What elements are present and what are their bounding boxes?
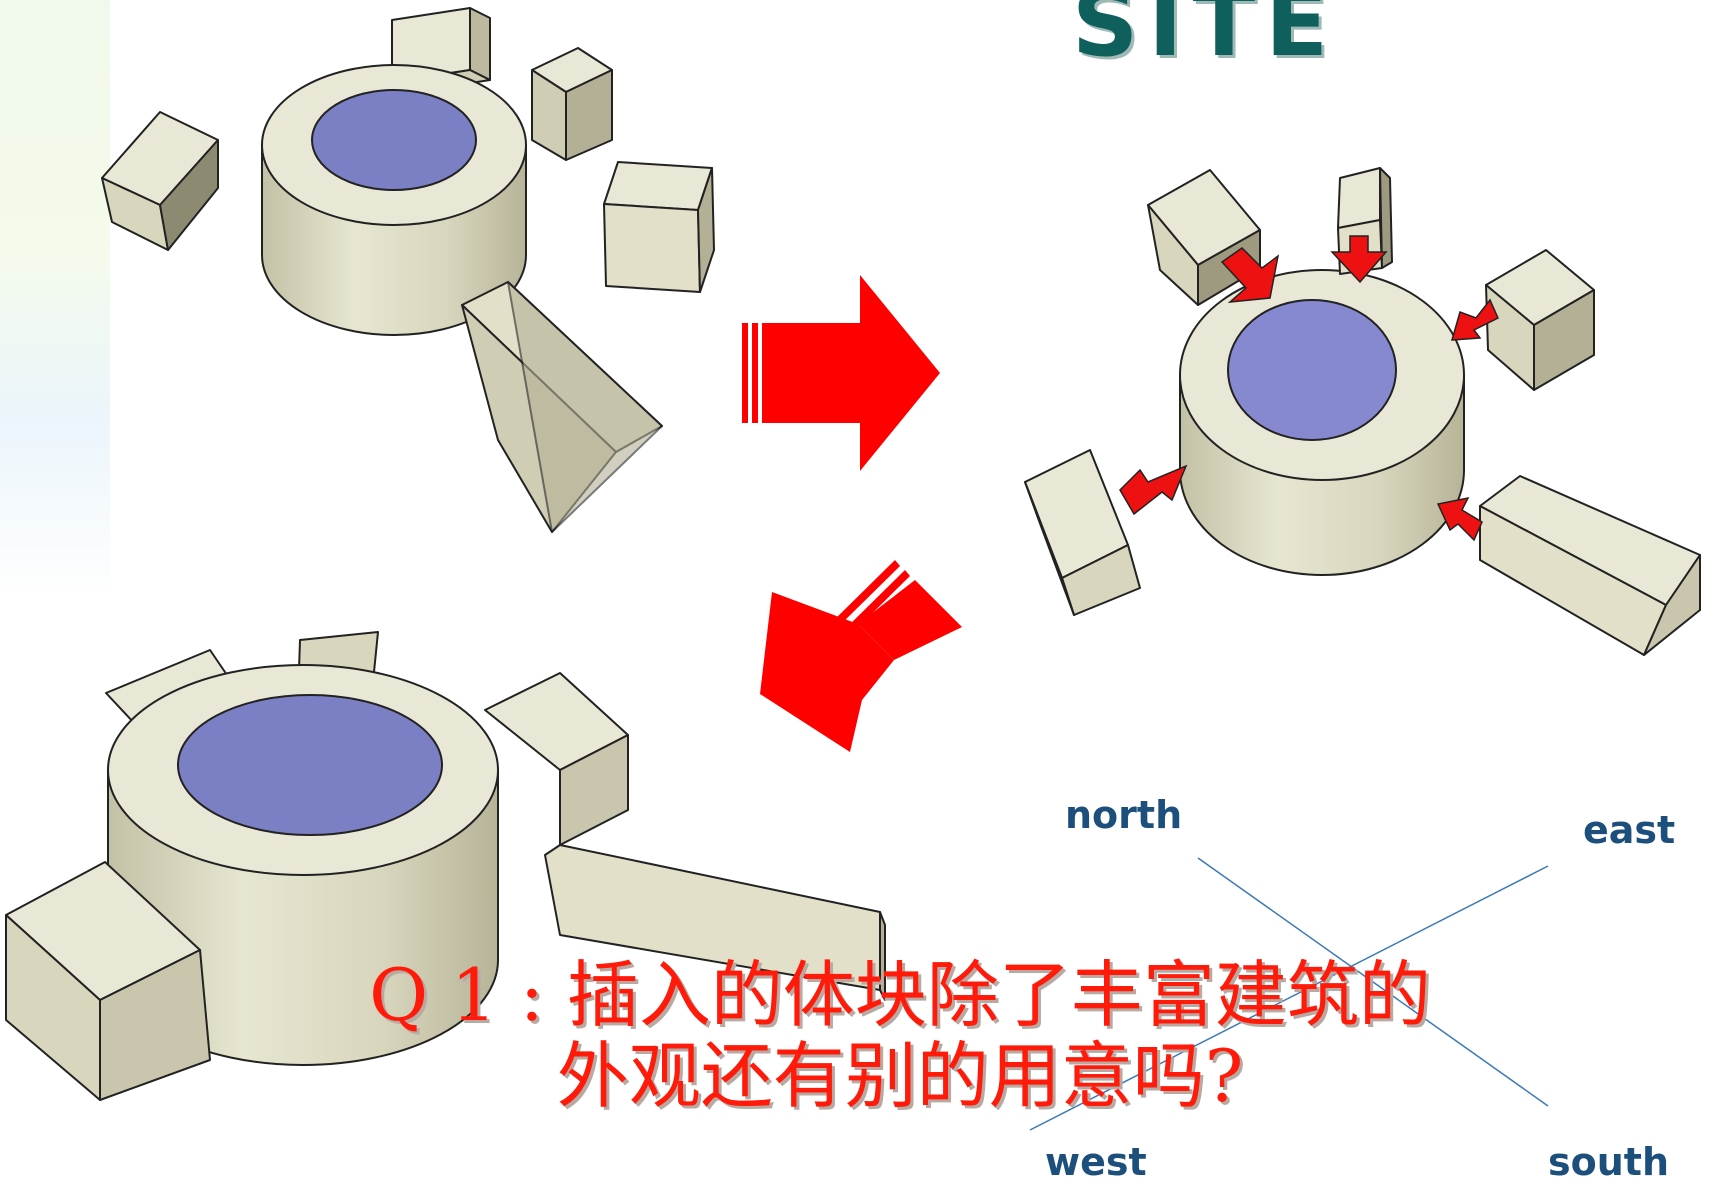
question-text: Q 1 : 插入的体块除了丰富建筑的 外观还有别的用意吗? [200, 955, 1600, 1116]
inward-arrow [1330, 235, 1388, 284]
block-east [603, 161, 715, 293]
block-south-wedge [461, 281, 663, 533]
compass-south-label: south [1548, 1140, 1669, 1184]
merged-block-west [5, 861, 211, 1101]
arrow-down-left [760, 560, 962, 752]
page-title: SITE [1071, 0, 1339, 77]
courtyard [311, 89, 477, 191]
inward-arrow [1119, 464, 1188, 516]
arrow-right [742, 275, 940, 471]
question-line-1: Q 1 : 插入的体块除了丰富建筑的 [369, 953, 1431, 1037]
cylinder-building [261, 64, 527, 336]
compass-cross [1029, 857, 1549, 1131]
scene-merged-massing [5, 631, 886, 1101]
block-west [101, 111, 219, 251]
background-decoration [0, 0, 110, 600]
block-south-wedge-2 [1479, 475, 1701, 656]
merged-courtyard [177, 694, 443, 836]
compass-west-label: west [1045, 1140, 1147, 1184]
inward-arrow [1450, 298, 1499, 341]
inward-arrow [1220, 247, 1280, 303]
inward-arrow [1436, 496, 1483, 542]
block-northeast [531, 47, 613, 161]
merged-cylinder [107, 664, 499, 1066]
scene-initial-massing [101, 7, 715, 533]
compass-north-label: north [1065, 793, 1183, 837]
block-west-2 [1024, 449, 1141, 616]
question-line-2: 外观还有别的用意吗? [556, 1033, 1244, 1118]
compass-east-label: east [1583, 808, 1676, 852]
courtyard-2 [1227, 299, 1397, 441]
scene-blocks-inserting [1024, 167, 1701, 656]
merged-block-wedge [544, 844, 886, 1001]
cylinder-building-2 [1179, 269, 1465, 576]
inward-arrows [1119, 235, 1499, 542]
block-east-2 [1485, 249, 1595, 391]
